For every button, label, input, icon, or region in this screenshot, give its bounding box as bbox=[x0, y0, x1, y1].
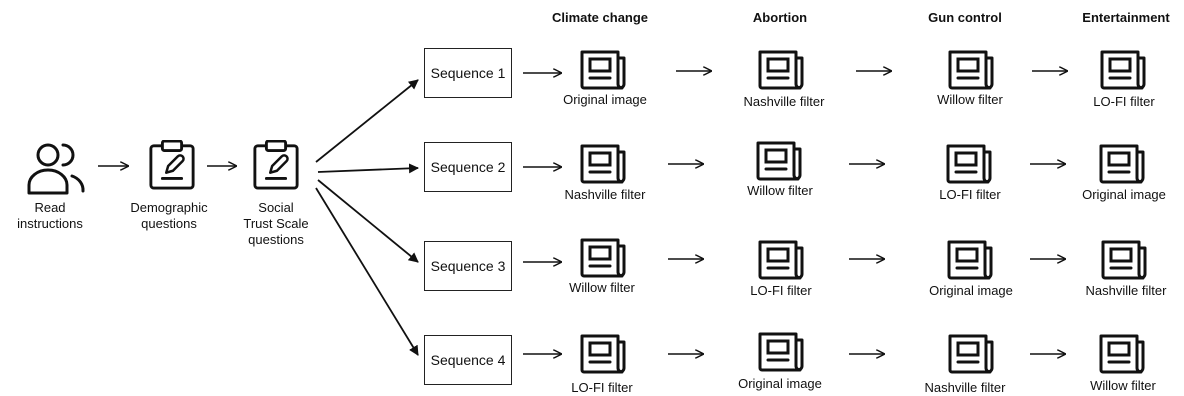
newspaper-icon bbox=[948, 50, 994, 90]
step-demographic-label: Demographic questions bbox=[130, 200, 208, 231]
newspaper-icon bbox=[580, 50, 626, 90]
newspaper-icon bbox=[1101, 240, 1147, 280]
sequence-label: Sequence 1 bbox=[430, 65, 506, 81]
seq2-entertainment-filter: Original image bbox=[1082, 187, 1166, 202]
sequence-2-box: Sequence 2 bbox=[424, 142, 512, 192]
arrow-to-sequence-1 bbox=[315, 79, 419, 163]
seq4-entertainment-filter: Willow filter bbox=[1090, 378, 1156, 393]
seq3-entertainment-filter: Nashville filter bbox=[1085, 283, 1167, 298]
newspaper-icon bbox=[758, 240, 804, 280]
seq1-climate-filter: Original image bbox=[563, 92, 647, 107]
sequence-label: Sequence 3 bbox=[430, 258, 506, 274]
seq1-abortion-filter: Nashville filter bbox=[743, 94, 825, 109]
clipboard-edit-icon bbox=[149, 140, 195, 190]
newspaper-icon bbox=[1099, 144, 1145, 184]
header-entertainment: Entertainment bbox=[1082, 10, 1170, 25]
header-climate-change: Climate change bbox=[551, 10, 649, 25]
arrow-to-sequence-2 bbox=[317, 163, 419, 174]
newspaper-icon bbox=[948, 334, 994, 374]
newspaper-icon bbox=[758, 332, 804, 372]
newspaper-icon bbox=[758, 50, 804, 90]
newspaper-icon bbox=[1100, 50, 1146, 90]
seq1-entertainment-filter: LO-FI filter bbox=[1093, 94, 1155, 109]
newspaper-icon bbox=[947, 240, 993, 280]
newspaper-icon bbox=[580, 334, 626, 374]
sequence-1-box: Sequence 1 bbox=[424, 48, 512, 98]
sequence-3-box: Sequence 3 bbox=[424, 241, 512, 291]
header-gun-control: Gun control bbox=[928, 10, 1002, 25]
newspaper-icon bbox=[580, 238, 626, 278]
sequence-4-box: Sequence 4 bbox=[424, 335, 512, 385]
seq2-gun-filter: LO-FI filter bbox=[939, 187, 1001, 202]
seq2-climate-filter: Nashville filter bbox=[564, 187, 646, 202]
seq3-climate-filter: Willow filter bbox=[569, 280, 635, 295]
seq2-abortion-filter: Willow filter bbox=[747, 183, 813, 198]
newspaper-icon bbox=[1099, 334, 1145, 374]
newspaper-icon bbox=[580, 144, 626, 184]
newspaper-icon bbox=[946, 144, 992, 184]
seq1-gun-filter: Willow filter bbox=[937, 92, 1003, 107]
seq4-abortion-filter: Original image bbox=[738, 376, 822, 391]
seq3-gun-filter: Original image bbox=[929, 283, 1013, 298]
step-read-label: Read instructions bbox=[17, 200, 83, 231]
sequence-label: Sequence 2 bbox=[430, 159, 506, 175]
arrow-to-sequence-4 bbox=[315, 187, 419, 356]
clipboard-edit-icon bbox=[253, 140, 299, 190]
seq3-abortion-filter: LO-FI filter bbox=[750, 283, 812, 298]
step-trust-label: Social Trust Scale questions bbox=[243, 200, 309, 247]
users-icon bbox=[27, 143, 85, 195]
sequence-label: Sequence 4 bbox=[430, 352, 506, 368]
header-abortion: Abortion bbox=[752, 10, 808, 25]
newspaper-icon bbox=[756, 141, 802, 181]
seq4-gun-filter: Nashville filter bbox=[924, 380, 1006, 395]
seq4-climate-filter: LO-FI filter bbox=[571, 380, 633, 395]
arrow-to-sequence-3 bbox=[317, 179, 419, 263]
